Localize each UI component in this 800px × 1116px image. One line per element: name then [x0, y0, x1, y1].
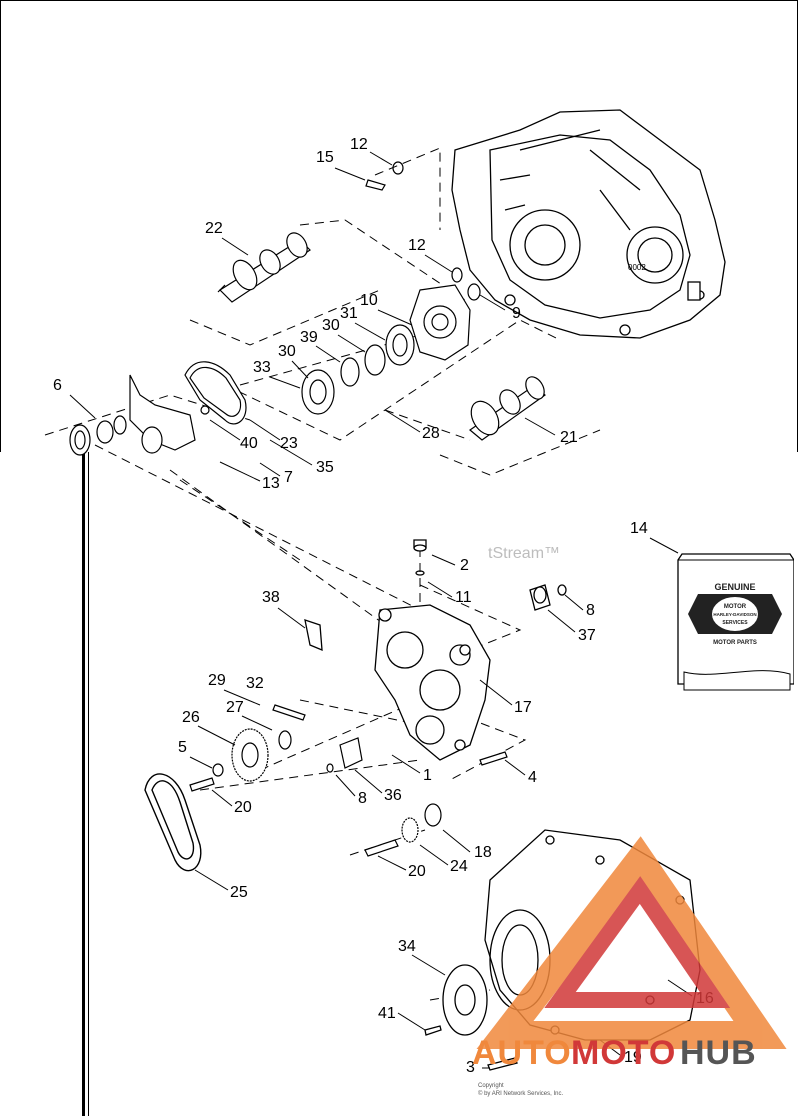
copyright-line2: © by ARI Network Services, Inc. [478, 1090, 563, 1097]
logo-triangle-inner [544, 876, 731, 1008]
genuine-line1: GENUINE [714, 582, 755, 592]
callout-17: 17 [514, 699, 532, 716]
callout-37: 37 [578, 627, 596, 644]
callout-38: 38 [262, 589, 280, 606]
callout-12: 12 [350, 136, 368, 153]
callout-4: 4 [528, 769, 537, 786]
callout-3: 3 [466, 1059, 475, 1076]
genuine-line5: MOTOR PARTS [713, 640, 757, 646]
callout-21: 21 [560, 429, 578, 446]
brand-logo-mark [476, 836, 787, 1049]
callout-39: 39 [300, 329, 318, 346]
callout-33: 33 [253, 359, 271, 376]
callout-1: 1 [423, 767, 432, 784]
diagram-frame [0, 0, 798, 452]
callout-8: 8 [586, 602, 595, 619]
callout-14: 14 [630, 520, 648, 537]
genuine-box-svg: GENUINE MOTOR HARLEY-DAVIDSON SERVICES M… [677, 553, 795, 691]
callout-11: 11 [455, 589, 472, 606]
drive-chain [144, 773, 202, 872]
callout-8: 8 [358, 790, 367, 807]
brand-logo-text: AUTO MOTO HUB [472, 1034, 757, 1072]
callout-20: 20 [234, 799, 252, 816]
frame-rail-inner [88, 452, 89, 1116]
callout-18: 18 [474, 844, 492, 861]
primary-chain-area [69, 361, 247, 456]
cam-bearings [301, 161, 481, 415]
crankcase-illustration: 0002 [451, 109, 726, 339]
callout-25: 25 [230, 884, 248, 901]
genuine-parts-box: GENUINE MOTOR HARLEY-DAVIDSON SERVICES M… [676, 552, 795, 691]
logo-word-hub: HUB [680, 1034, 757, 1072]
callout-28: 28 [422, 425, 440, 442]
callout-24: 24 [450, 858, 468, 875]
logo-word-auto: AUTO [472, 1034, 572, 1072]
callout-9: 9 [512, 305, 521, 322]
callout-26: 26 [182, 709, 200, 726]
callout-32: 32 [246, 675, 264, 692]
callout-12: 12 [408, 237, 426, 254]
callout-10: 10 [360, 292, 378, 309]
callout-7: 7 [284, 469, 293, 486]
callout-29: 29 [208, 672, 226, 689]
callout-2: 2 [460, 557, 469, 574]
cam-support-plate [304, 539, 567, 761]
callout-13: 13 [262, 475, 280, 492]
callout-41: 41 [378, 1005, 396, 1022]
callout-36: 36 [384, 787, 402, 804]
genuine-line2: MOTOR [724, 604, 747, 610]
callout-15: 15 [316, 149, 334, 166]
callout-34: 34 [398, 938, 416, 955]
callout-27: 27 [226, 699, 244, 716]
callout-35: 35 [316, 459, 334, 476]
genuine-line4: SERVICES [722, 620, 748, 626]
genuine-line3: HARLEY-DAVIDSON [713, 612, 756, 617]
callout-19: 19 [624, 1049, 642, 1066]
crankcase-marking: 0002 [628, 263, 646, 272]
camshaft-rear [217, 232, 311, 303]
drive-sprocket [189, 704, 306, 792]
stream-watermark: tStream™ [488, 545, 560, 562]
callout-23: 23 [280, 435, 298, 452]
logo-word-moto: MOTO [571, 1034, 676, 1072]
logo-triangle-outer [476, 836, 787, 1049]
frame-rail [82, 452, 85, 1116]
callout-20: 20 [408, 863, 426, 880]
callout-31: 31 [340, 305, 358, 322]
callout-5: 5 [178, 739, 187, 756]
callout-22: 22 [205, 220, 223, 237]
callout-30: 30 [278, 343, 296, 360]
callout-6: 6 [53, 377, 62, 394]
callout-40: 40 [240, 435, 258, 452]
small-gears [326, 737, 508, 857]
copyright-line1: Copyright [478, 1083, 504, 1089]
camshaft-front [469, 376, 546, 441]
callout-30: 30 [322, 317, 340, 334]
